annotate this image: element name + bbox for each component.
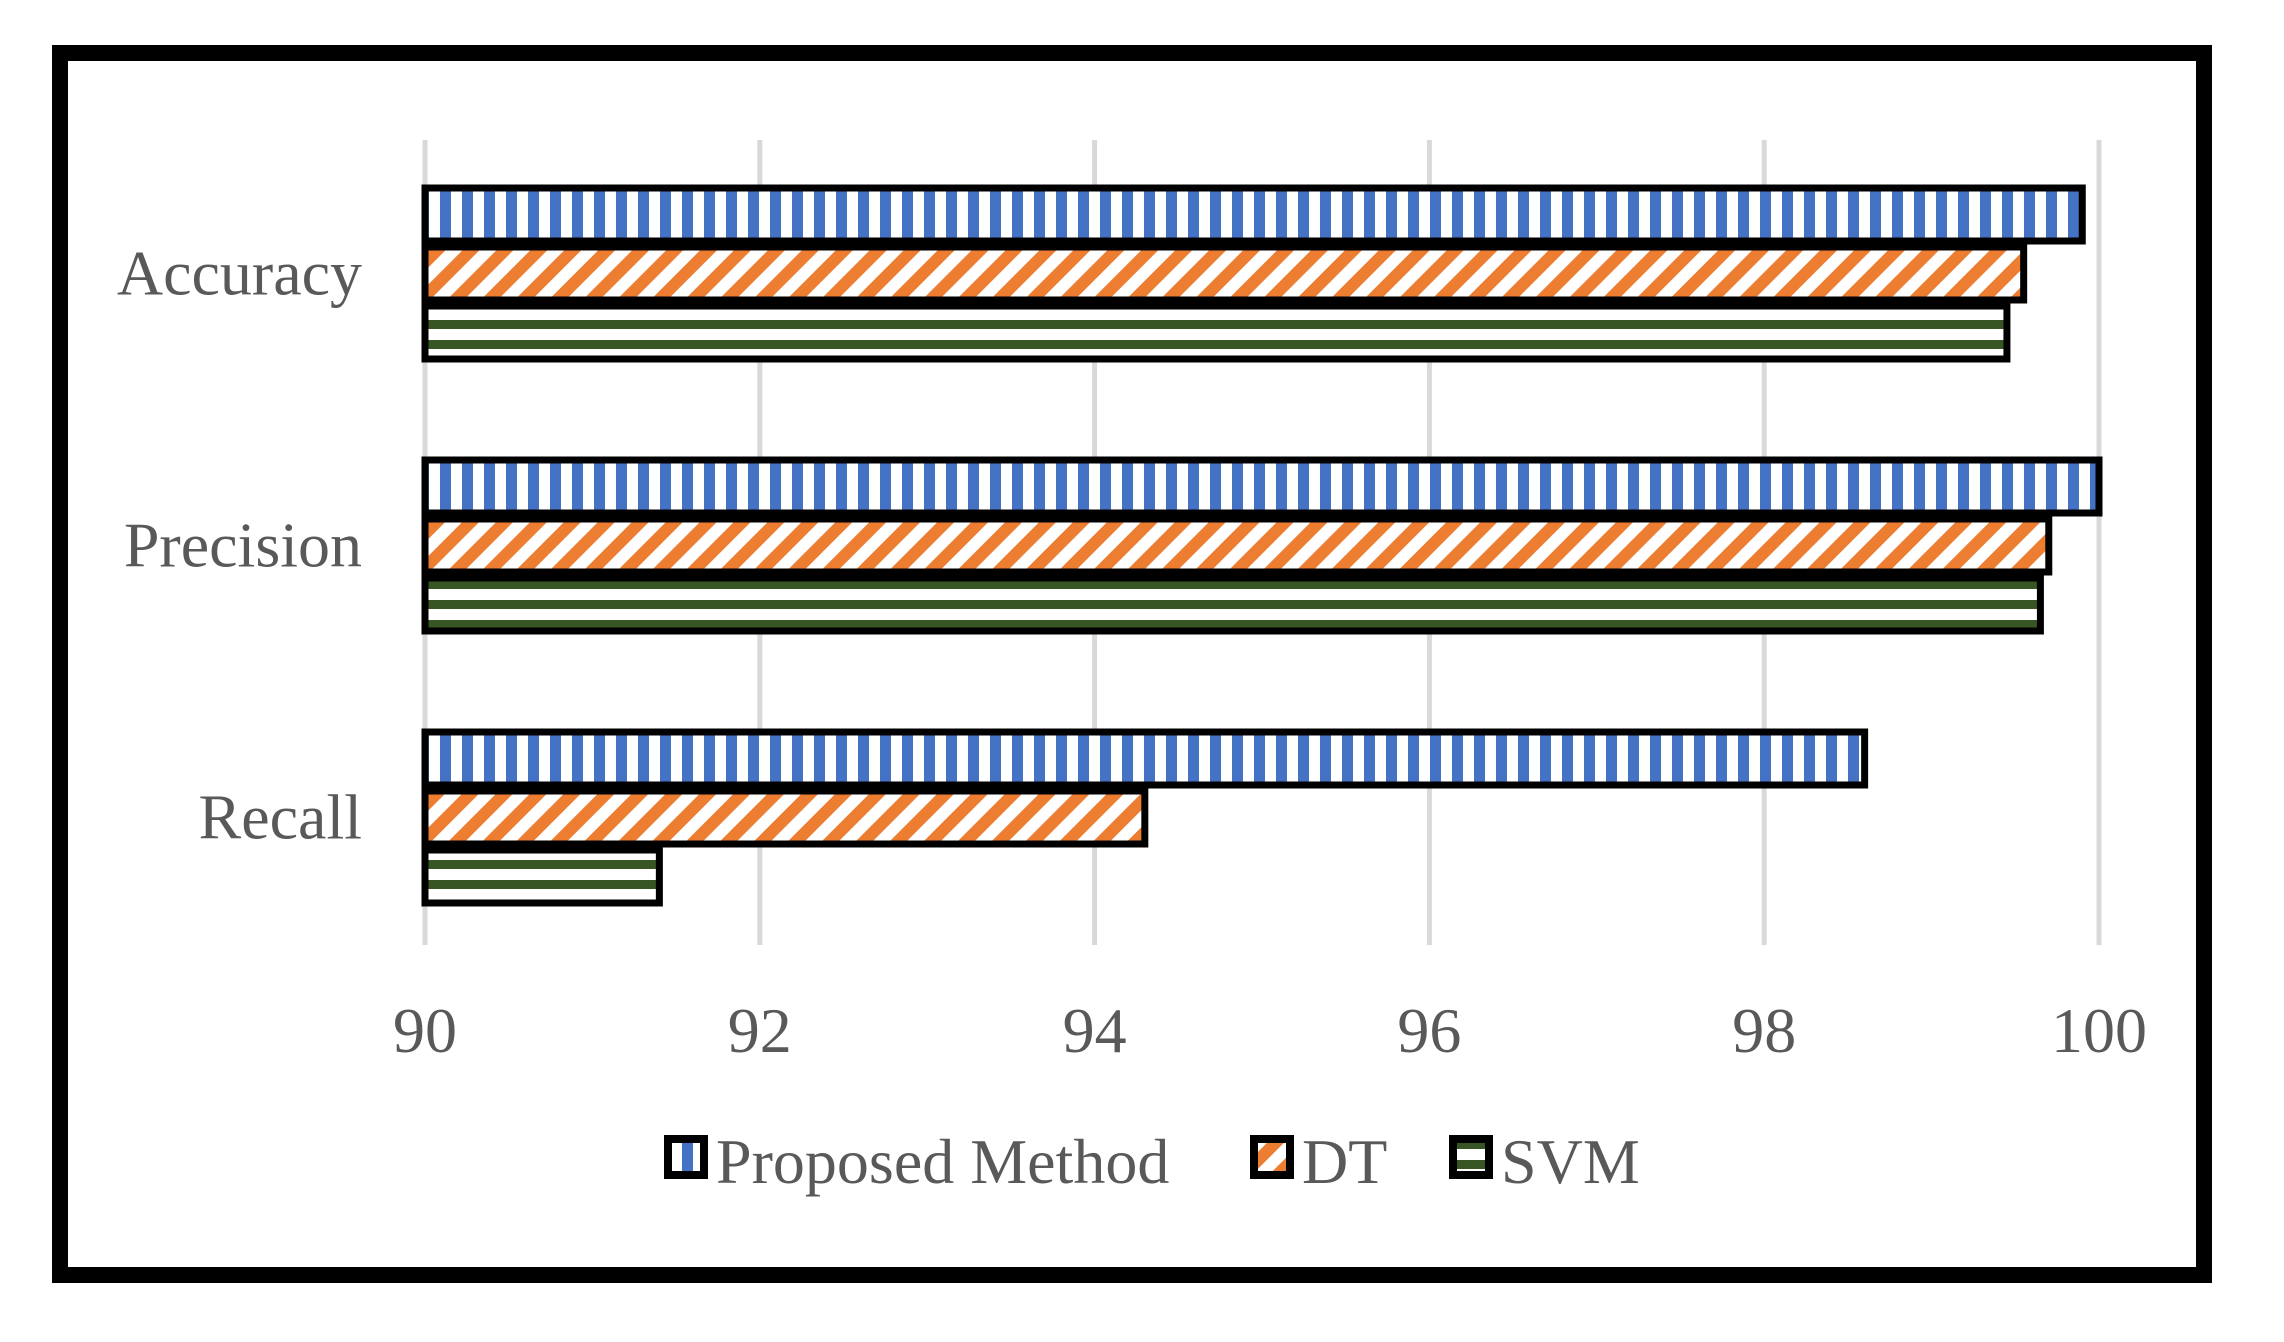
x-tick-label-94: 94 [1063, 995, 1127, 1066]
x-tick-label-92: 92 [728, 995, 792, 1066]
bars [421, 184, 2103, 907]
legend-label-svm: SVM [1501, 1126, 1640, 1197]
legend-swatch-svm [1449, 1135, 1493, 1179]
x-tick-labels: 90 92 94 96 98 100 [393, 995, 2147, 1066]
legend-label-dt: DT [1302, 1126, 1387, 1197]
category-label-precision: Precision [124, 510, 362, 581]
bar-recall-dt [421, 787, 1149, 848]
bar-recall-proposed-method [421, 728, 1869, 789]
legend: Proposed Method DT SVM [664, 1126, 1640, 1197]
legend-swatch-proposed-method [664, 1135, 708, 1179]
bar-recall-svm [421, 846, 663, 907]
bar-precision-svm [421, 574, 2044, 635]
x-tick-label-96: 96 [1397, 995, 1461, 1066]
legend-label-proposed-method: Proposed Method [716, 1126, 1169, 1197]
x-tick-label-90: 90 [393, 995, 457, 1066]
x-tick-label-100: 100 [2051, 995, 2147, 1066]
bar-accuracy-proposed-method [421, 184, 2086, 245]
legend-swatch-dt [1250, 1135, 1294, 1179]
x-tick-label-98: 98 [1732, 995, 1796, 1066]
bar-precision-proposed-method [421, 456, 2103, 517]
bar-accuracy-dt [421, 243, 2028, 304]
bar-precision-dt [421, 515, 2053, 576]
category-label-recall: Recall [199, 782, 362, 853]
category-label-accuracy: Accuracy [117, 238, 362, 309]
bar-accuracy-svm [421, 302, 2011, 363]
